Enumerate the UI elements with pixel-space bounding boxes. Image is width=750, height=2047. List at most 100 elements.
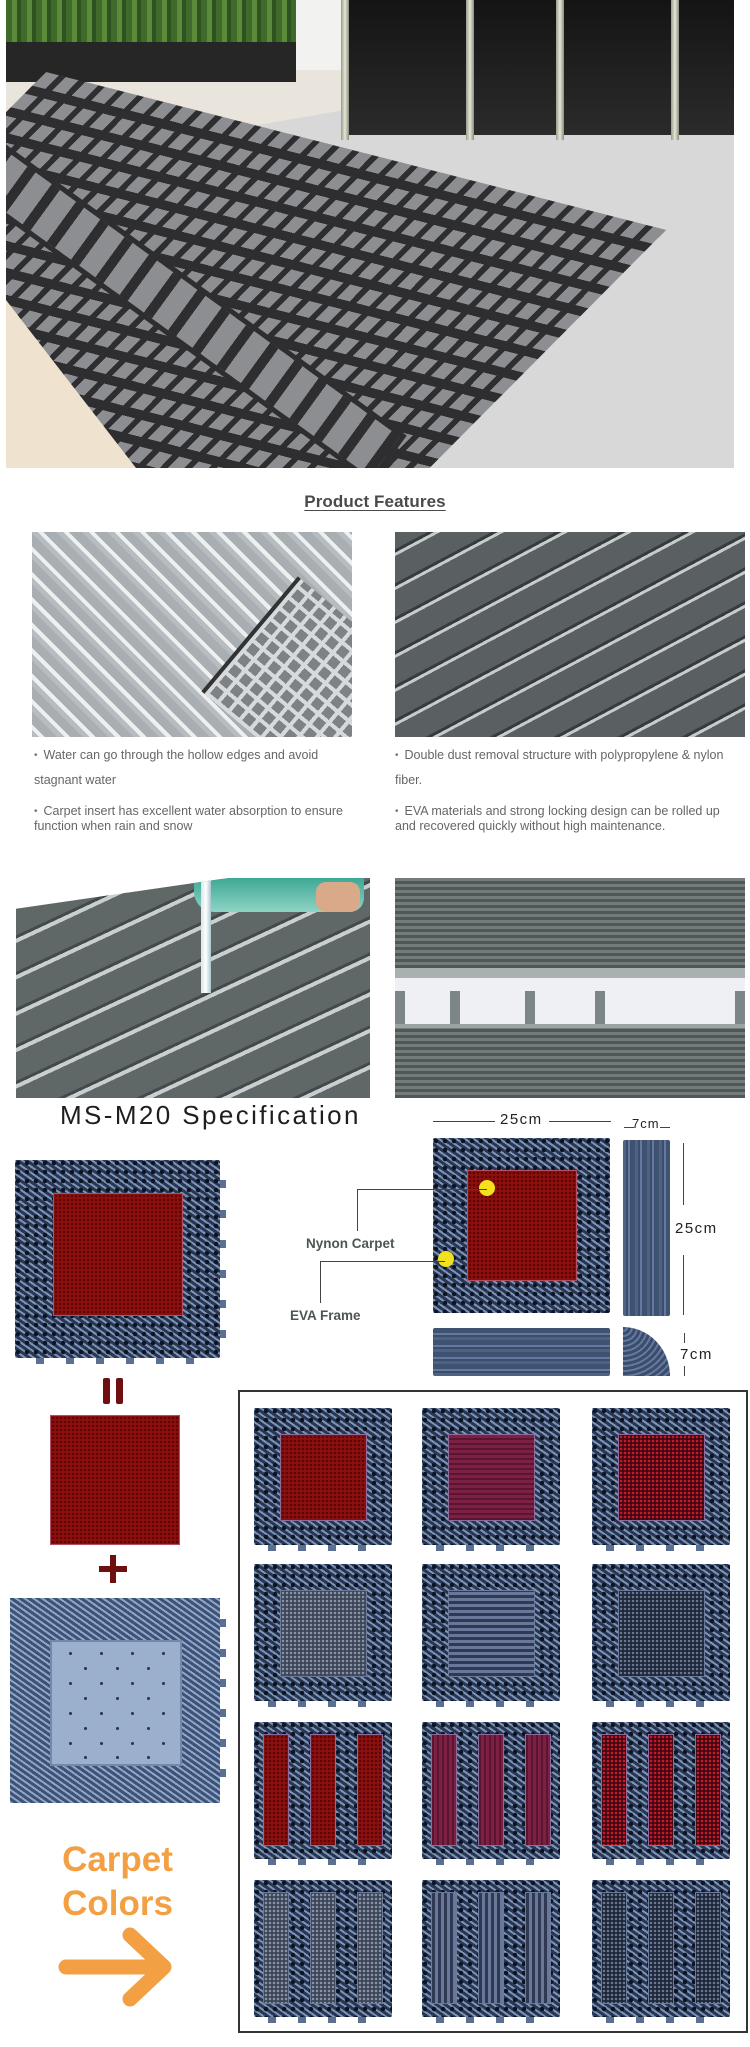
spec-tile-photo: [15, 1160, 226, 1364]
edge-strip-vertical: [623, 1140, 670, 1316]
drain-hole: [69, 1652, 72, 1655]
color-swatch-red-speckled-strips: [592, 1722, 730, 1865]
locking-post: [735, 991, 745, 1024]
drain-hole: [131, 1652, 134, 1655]
color-swatch-burgundy-ribbed: [422, 1408, 560, 1551]
feature-bullet: •Double dust removal structure with poly…: [395, 743, 740, 792]
arrow-right-icon: [58, 1927, 172, 2007]
drain-hole: [131, 1682, 134, 1685]
drain-hole: [131, 1742, 134, 1745]
edge-strip-horizontal: [433, 1328, 610, 1376]
feature-bullet: •Water can go through the hollow edges a…: [34, 743, 364, 792]
drain-hole: [147, 1727, 150, 1730]
hero-door-frame: [341, 0, 349, 140]
hero-door-frame: [466, 0, 474, 140]
frame-grid-tile: [201, 576, 352, 737]
drain-hole: [116, 1667, 119, 1670]
dimension-line: [683, 1143, 684, 1205]
drain-hole: [116, 1697, 119, 1700]
edge-corner-piece: [623, 1327, 670, 1376]
feature-bullet-text: EVA materials and strong locking design …: [395, 804, 720, 833]
feature-photo-carpet-strips: [395, 532, 745, 737]
equals-icon: [103, 1378, 123, 1404]
drain-hole: [116, 1756, 119, 1759]
drain-hole: [84, 1727, 87, 1730]
carpet-upper: [395, 878, 745, 968]
drain-hole: [69, 1742, 72, 1745]
water-stream: [201, 878, 211, 993]
spec-tile-diagram: [433, 1138, 610, 1313]
drain-hole: [147, 1756, 150, 1759]
dimension-width-label: 25cm: [500, 1111, 543, 1128]
color-swatch-red-speckled: [592, 1408, 730, 1551]
feature-bullet-text: Carpet insert has excellent water absorp…: [34, 804, 343, 833]
drain-hole: [147, 1697, 150, 1700]
drain-hole: [84, 1667, 87, 1670]
color-swatch-grey-strips: [254, 1880, 392, 2023]
drain-hole: [84, 1756, 87, 1759]
drain-hole: [100, 1742, 103, 1745]
bullet-icon: •: [34, 750, 38, 761]
color-swatch-dark-grey-strips: [592, 1880, 730, 2023]
locking-post: [595, 991, 605, 1024]
bullet-icon: •: [34, 806, 38, 817]
callout-nynon-carpet: Nynon Carpet: [306, 1236, 395, 1251]
carpet-callout-dot: [479, 1180, 495, 1196]
plus-icon: [99, 1555, 127, 1583]
dimension-line: [683, 1255, 684, 1315]
drain-hole: [162, 1712, 165, 1715]
red-carpet-insert: [53, 1193, 183, 1316]
color-swatch-dark-grey: [592, 1564, 730, 1707]
frame-base-plate: [50, 1640, 182, 1766]
hero-photo: [6, 0, 734, 468]
hero-door-frame: [556, 0, 564, 140]
feature-bullet: •Carpet insert has excellent water absor…: [34, 804, 364, 834]
features-heading: Product Features: [0, 492, 750, 512]
feature-photo-water-drain: [16, 878, 370, 1098]
locking-channel: [395, 968, 745, 1028]
callout-leader-line: [357, 1189, 358, 1231]
callout-eva-frame: EVA Frame: [290, 1308, 361, 1323]
color-swatch-grey: [254, 1564, 392, 1707]
drain-hole: [100, 1682, 103, 1685]
callout-leader-line: [357, 1189, 487, 1190]
color-swatch-red: [254, 1408, 392, 1551]
carpet-lower: [395, 1028, 745, 1098]
feature-bullet: •EVA materials and strong locking design…: [395, 804, 740, 834]
hero-door-frame: [671, 0, 679, 140]
feature-bullet-text: Water can go through the hollow edges an…: [34, 748, 319, 787]
dimension-edge-width-label: 7cm: [632, 1116, 660, 1131]
bullet-icon: •: [395, 750, 399, 761]
dimension-line: [660, 1127, 670, 1128]
feature-photo-locking-joint: [395, 878, 745, 1098]
drain-hole: [131, 1712, 134, 1715]
spec-title: MS-M20 Specification: [60, 1100, 361, 1130]
carpet-colors-label-line2: Colors: [62, 1884, 173, 1923]
locking-post: [450, 991, 460, 1024]
drain-hole: [162, 1682, 165, 1685]
color-swatch-red-strips: [254, 1722, 392, 1865]
drain-hole: [100, 1652, 103, 1655]
drain-hole: [162, 1742, 165, 1745]
dimension-line: [433, 1121, 495, 1122]
features-heading-text: Product Features: [304, 492, 446, 511]
carpet-insert-sample: [50, 1415, 180, 1545]
color-swatch-grey-ribbed: [422, 1564, 560, 1707]
locking-post: [525, 991, 535, 1024]
carpet-colors-label-line1: Carpet: [62, 1840, 173, 1879]
callout-leader-line: [320, 1261, 321, 1303]
callout-leader-line: [320, 1261, 445, 1262]
dimension-line: [549, 1121, 611, 1122]
hand: [316, 882, 360, 912]
dimension-line: [684, 1333, 685, 1343]
dimension-height-label: 25cm: [675, 1220, 718, 1237]
color-swatch-burgundy-strips: [422, 1722, 560, 1865]
bullet-icon: •: [395, 806, 399, 817]
drain-hole: [116, 1727, 119, 1730]
frame-callout-dot: [438, 1251, 454, 1267]
hero-wall: [296, 0, 346, 70]
drain-hole: [69, 1682, 72, 1685]
drain-hole: [162, 1652, 165, 1655]
drain-hole: [100, 1712, 103, 1715]
locking-post: [395, 991, 405, 1024]
